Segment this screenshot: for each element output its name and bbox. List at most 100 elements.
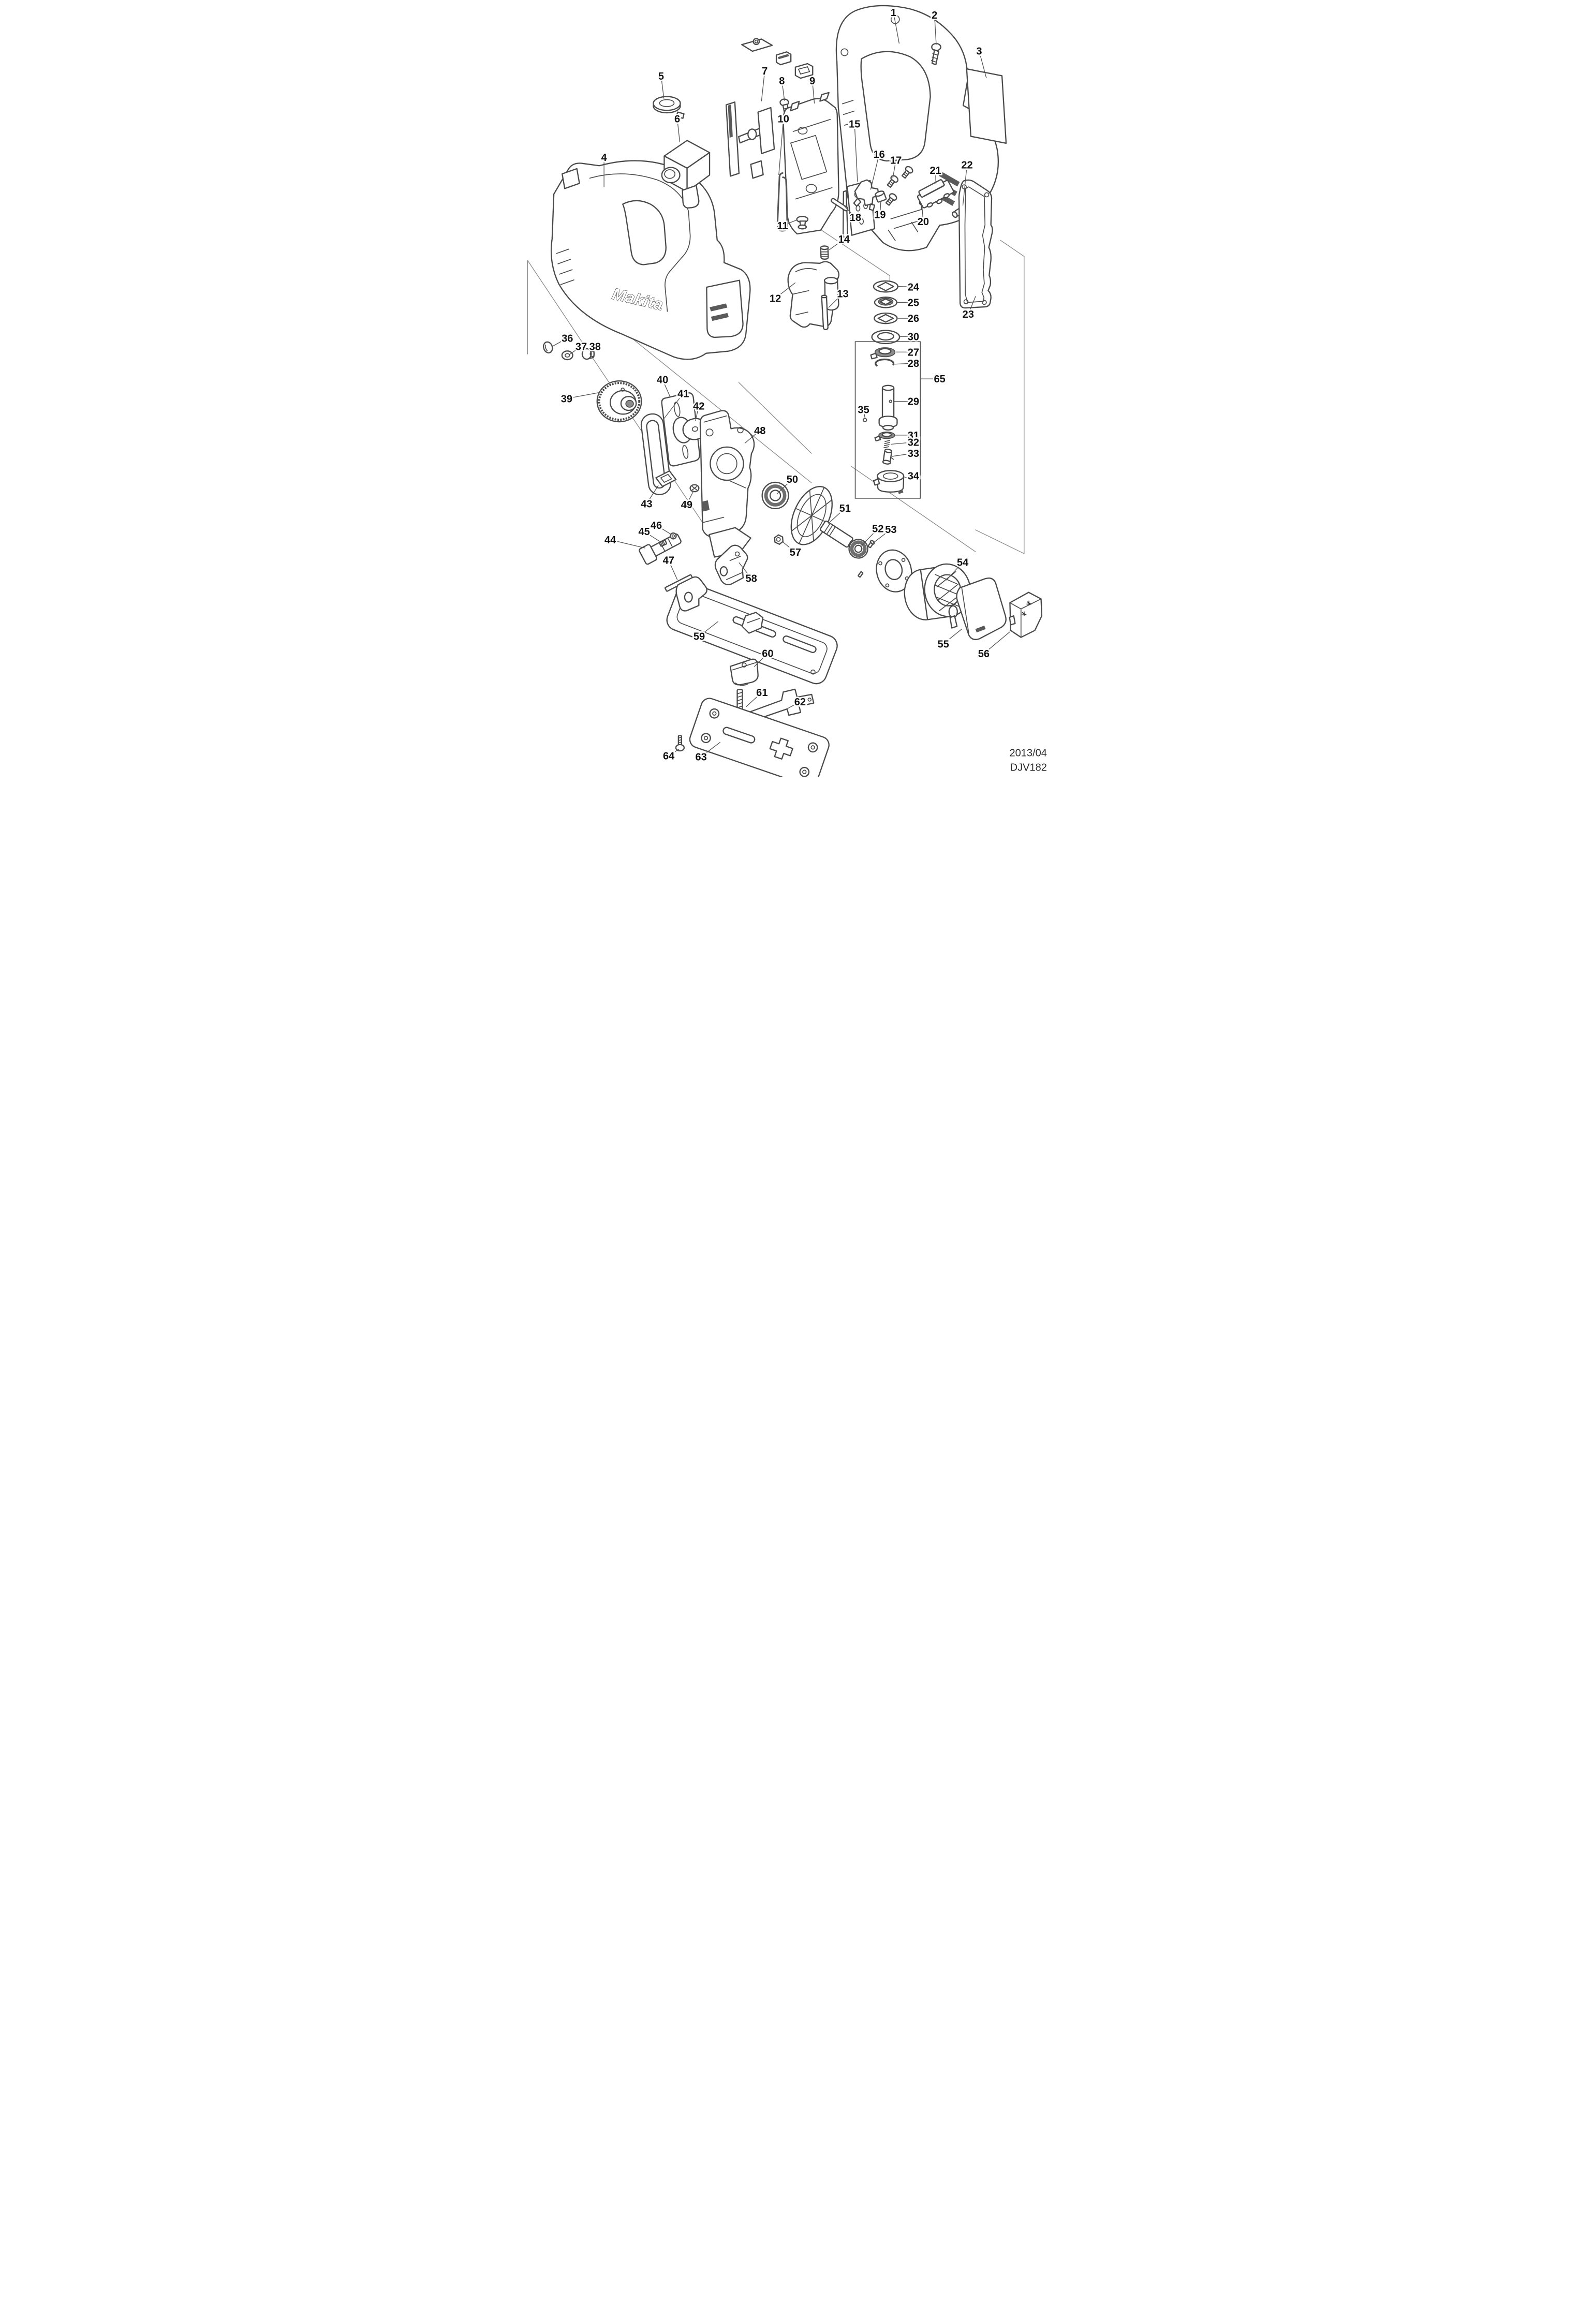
callout-57: 57	[781, 541, 802, 560]
callout-number-43: 43	[641, 499, 652, 510]
part-9-gear-housing	[782, 92, 839, 235]
callout-35: 35	[856, 403, 870, 418]
callout-41: 41	[663, 387, 690, 419]
callout-number-22: 22	[961, 159, 972, 171]
callout-number-48: 48	[754, 425, 765, 437]
part-3-label-sticker	[966, 68, 1007, 144]
callout-29: 29	[894, 395, 920, 409]
callout-leader-22	[962, 165, 967, 206]
callout-59: 59	[692, 621, 718, 644]
part-14-sleeve	[820, 245, 829, 260]
callout-number-12: 12	[769, 293, 780, 304]
callout-36: 36	[551, 332, 574, 347]
callout-leader-55	[942, 629, 962, 644]
callout-number-18: 18	[849, 212, 861, 224]
callout-15: 15	[847, 117, 862, 182]
callout-number-24: 24	[907, 282, 919, 293]
callout-21: 21	[928, 164, 942, 184]
callout-54: 54	[946, 556, 970, 581]
part-43-square-damper	[655, 470, 676, 487]
part-18-pin	[830, 198, 848, 212]
part-57-nut	[774, 534, 784, 545]
small-plate-and-blocks	[741, 38, 813, 79]
callout-number-33: 33	[907, 448, 919, 460]
callout-leader-51	[828, 508, 845, 524]
callout-leader-2	[934, 14, 937, 45]
part-35-screw	[862, 418, 867, 422]
callout-number-6: 6	[674, 113, 680, 125]
callout-number-64: 64	[662, 750, 674, 762]
callout-47: 47	[661, 554, 677, 580]
callout-number-16: 16	[873, 149, 884, 160]
callout-leader-38	[590, 346, 595, 353]
callout-leader-19	[879, 200, 881, 215]
callout-leader-33	[891, 453, 913, 457]
callout-leader-8	[781, 80, 785, 101]
callout-number-26: 26	[907, 313, 919, 324]
callout-48: 48	[744, 424, 767, 444]
callout-number-60: 60	[762, 648, 773, 659]
callout-63: 63	[693, 742, 720, 764]
callout-17: 17	[889, 154, 903, 179]
callout-number-49: 49	[681, 499, 692, 511]
callout-12: 12	[768, 282, 795, 306]
callout-leader-6	[676, 119, 680, 142]
callout-42: 42	[691, 399, 706, 421]
callout-number-27: 27	[907, 347, 919, 358]
part-11-grommet	[795, 216, 808, 230]
callout-number-41: 41	[677, 388, 689, 399]
callout-number-1: 1	[890, 7, 896, 19]
footer: 2013/04 DJV182	[1009, 748, 1046, 774]
callout-leader-17	[892, 160, 896, 179]
callout-18: 18	[844, 205, 862, 225]
part-24-washer	[873, 280, 898, 293]
callout-3: 3	[975, 45, 987, 79]
part-37-washer	[561, 350, 573, 361]
footer-date: 2013/04	[1009, 748, 1046, 759]
callout-number-40: 40	[656, 375, 668, 386]
page: Makita	[0, 0, 1579, 777]
callout-leader-35	[863, 409, 865, 418]
callout-leader-3	[978, 51, 987, 79]
callout-leader-15	[854, 124, 858, 182]
part-55-motor-cover	[948, 577, 1007, 641]
callout-number-4: 4	[601, 152, 607, 164]
callout-6: 6	[673, 112, 681, 142]
callout-number-45: 45	[638, 526, 650, 538]
callout-51: 51	[828, 502, 852, 524]
callout-40: 40	[655, 373, 671, 398]
callout-number-50: 50	[786, 474, 798, 485]
callout-number-42: 42	[693, 401, 704, 412]
callout-10: 10	[776, 112, 790, 175]
part-29-rod	[878, 384, 898, 431]
callout-19: 19	[873, 200, 887, 222]
part-10-wire	[776, 172, 788, 232]
callout-leader-45	[643, 531, 661, 543]
part-63-base-plate	[689, 698, 830, 777]
callout-45: 45	[637, 525, 661, 543]
callout-52: 52	[861, 522, 885, 546]
callout-number-32: 32	[907, 437, 919, 449]
callout-62: 62	[787, 695, 807, 709]
part-32-spring	[883, 440, 890, 449]
callout-number-11: 11	[777, 220, 788, 232]
part-31-seal-ring	[874, 431, 895, 442]
part-53-screw	[867, 540, 875, 549]
callout-leader-43	[646, 485, 659, 504]
callout-58: 58	[738, 562, 758, 586]
callout-leader-48	[744, 430, 760, 444]
callout-leader-52	[861, 528, 878, 546]
callout-number-47: 47	[662, 555, 674, 567]
callout-leader-14	[829, 239, 844, 250]
callout-number-10: 10	[777, 113, 789, 125]
part-23-gasket	[958, 179, 993, 309]
callout-9: 9	[808, 74, 816, 103]
construction-lines	[527, 222, 1024, 554]
callout-number-25: 25	[907, 297, 919, 308]
callout-24: 24	[897, 280, 921, 294]
group-box-65	[854, 341, 921, 499]
callout-leader-12	[775, 282, 795, 299]
part-45-spring	[658, 539, 667, 547]
callout-number-23: 23	[962, 309, 973, 320]
